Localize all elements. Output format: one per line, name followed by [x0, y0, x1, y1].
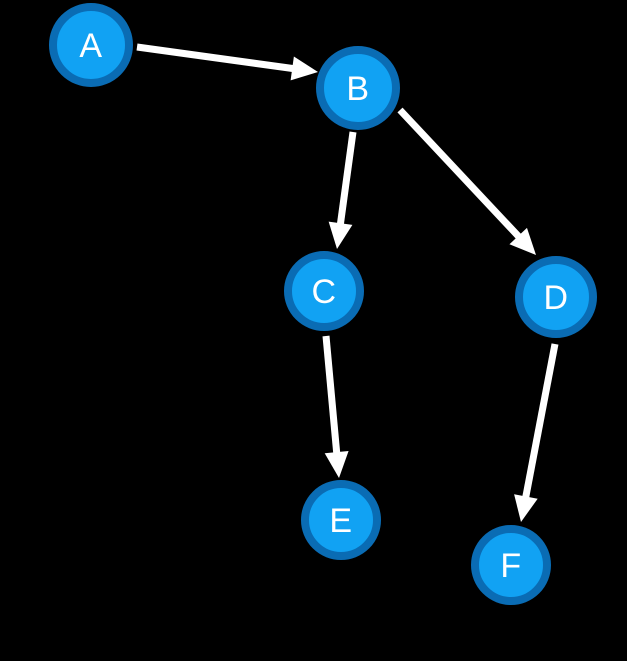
graph-node-label: F	[500, 547, 521, 585]
graph-edge-line	[397, 107, 525, 243]
graph-node-circle	[515, 256, 597, 338]
graph-node-label: E	[329, 502, 352, 540]
graph-edge-arrowhead	[328, 221, 353, 249]
graph-node-circle	[284, 251, 364, 331]
graph-node-e[interactable]: E	[301, 480, 381, 560]
graph-node-circle	[471, 525, 551, 605]
graph-edge[interactable]	[397, 107, 536, 255]
graph-edge[interactable]	[328, 131, 357, 249]
graph-node-circle	[316, 46, 400, 130]
graph-node-circle	[49, 3, 133, 87]
graph-node-c[interactable]: C	[284, 251, 364, 331]
graph-node-label: A	[79, 27, 102, 65]
graph-edge-arrowhead	[509, 227, 536, 255]
graph-edge-line	[136, 43, 298, 73]
graph-edge-arrowhead	[290, 56, 318, 81]
graph-edge[interactable]	[514, 343, 559, 522]
graph-edge[interactable]	[322, 335, 349, 478]
graph-node-circle	[301, 480, 381, 560]
graph-edge-line	[336, 131, 357, 229]
graph-edge-line	[521, 343, 559, 503]
graph-node-a[interactable]: A	[49, 3, 133, 87]
graph-edge-line	[322, 335, 341, 458]
graph-edge-arrowhead	[324, 451, 349, 478]
edges-layer	[136, 43, 559, 522]
nodes-layer: A B C D E F	[49, 3, 597, 605]
graph-edge-arrowhead	[514, 494, 538, 522]
graph-node-b[interactable]: B	[316, 46, 400, 130]
graph-node-label: D	[543, 279, 568, 317]
graph-node-f[interactable]: F	[471, 525, 551, 605]
graph-node-label: C	[311, 273, 336, 311]
graph-node-label: B	[346, 70, 369, 108]
graph-edge[interactable]	[136, 43, 318, 81]
graph-node-d[interactable]: D	[515, 256, 597, 338]
